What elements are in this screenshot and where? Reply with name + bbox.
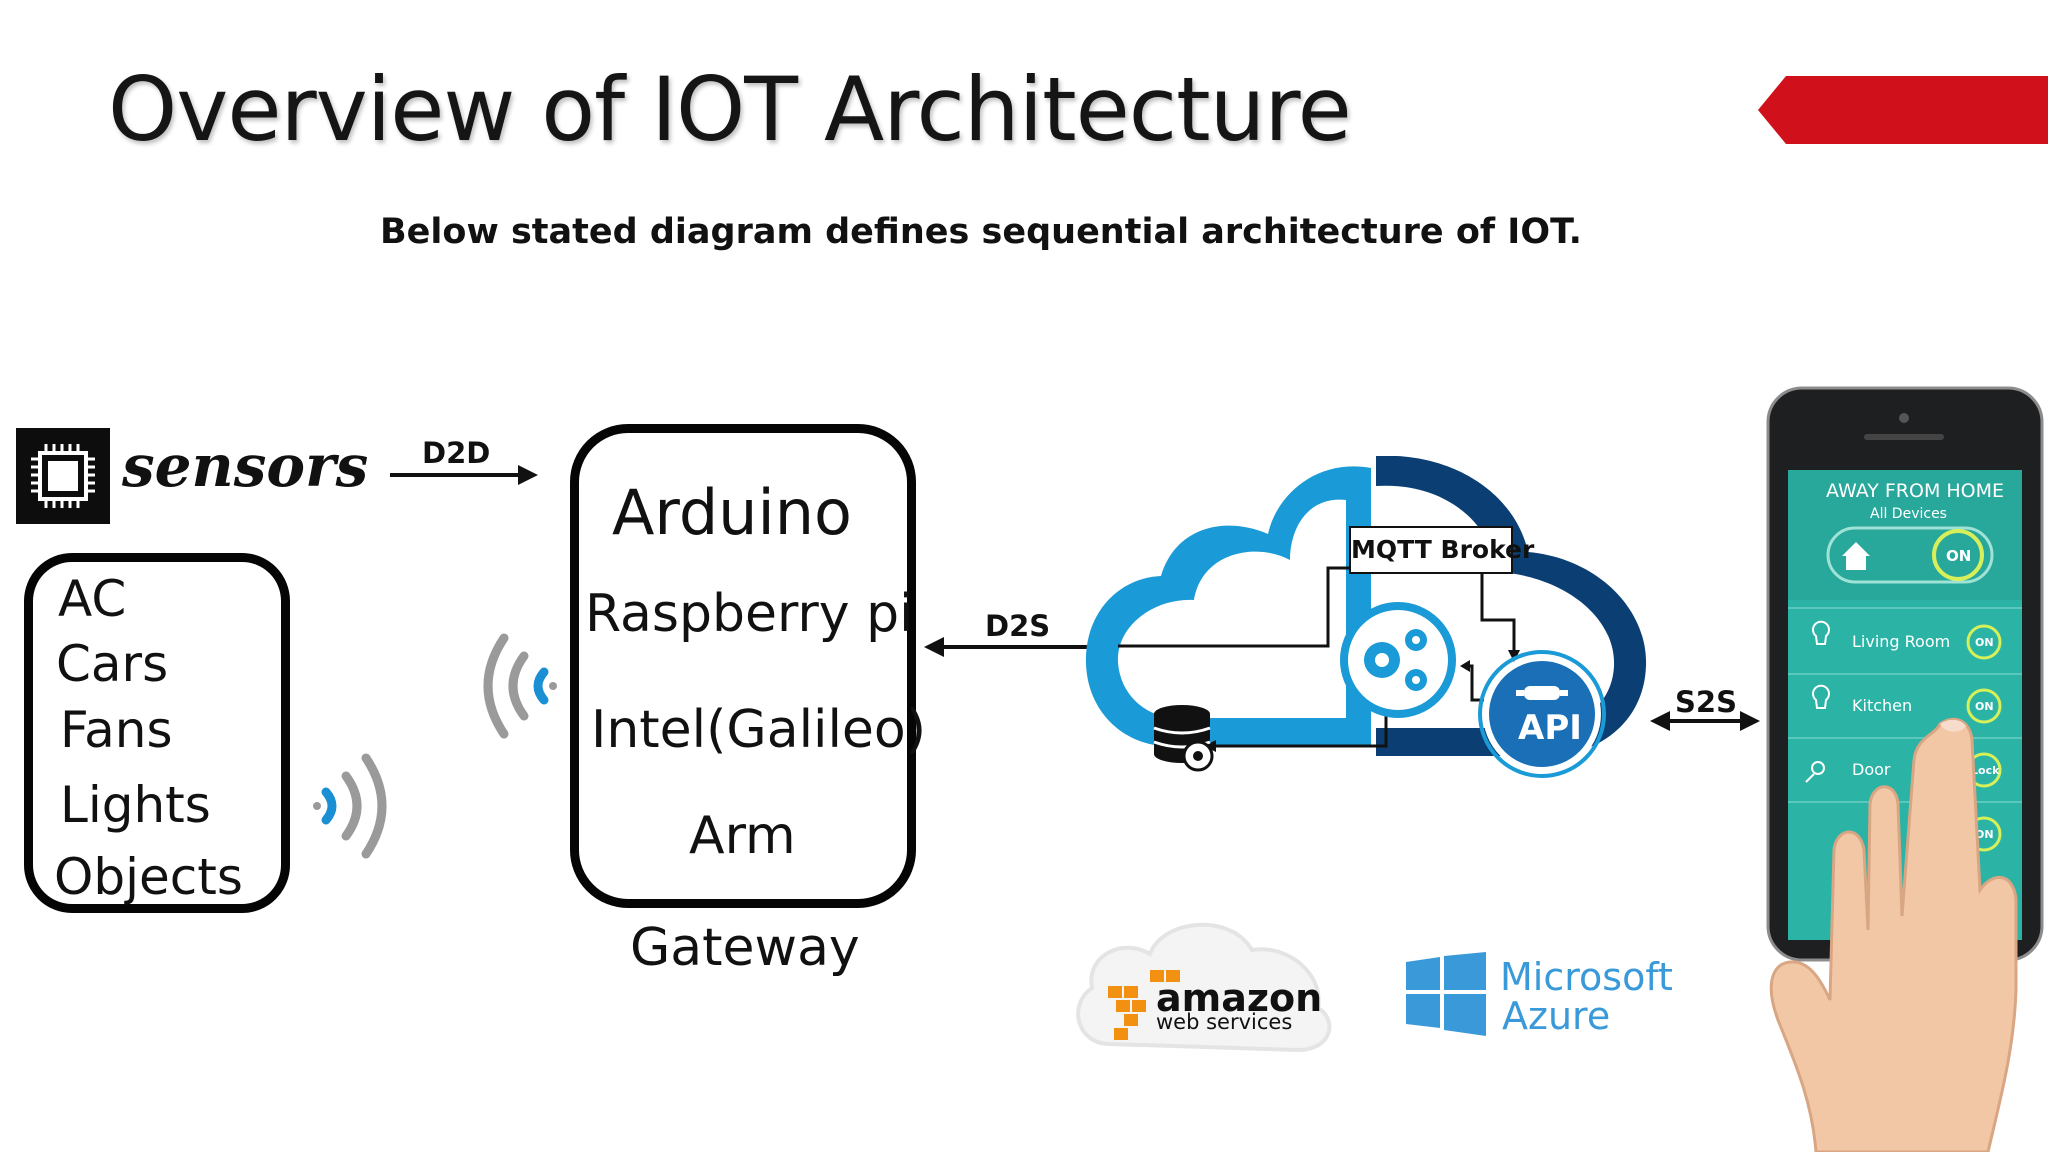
phone-row-living-room[interactable]: Living Room	[1852, 632, 1951, 651]
gateway-box	[570, 424, 916, 908]
mqtt-broker-label: MQTT Broker	[1349, 526, 1534, 574]
gateway-raspberry-pi: Raspberry pi	[585, 584, 914, 644]
phone-toggle-extra[interactable]: ON	[1975, 828, 1994, 841]
d2d-arrow	[390, 465, 538, 485]
phone-row-kitchen[interactable]: Kitchen	[1852, 696, 1913, 715]
phone-header: AWAY FROM HOME	[1826, 480, 2005, 502]
wifi-signal-icon	[313, 753, 387, 859]
phone-master-toggle[interactable]: ON	[1946, 547, 1972, 565]
page-title: Overview of IOT Architecture	[108, 58, 1352, 161]
aws-subname: web services	[1156, 1010, 1293, 1034]
windows-icon	[1406, 952, 1486, 1036]
phone-toggle-living-room[interactable]: ON	[1975, 636, 1994, 649]
gateway-label: Gateway	[630, 918, 860, 978]
phone-row-door[interactable]: Door	[1852, 760, 1891, 779]
gateway-arduino: Arduino	[612, 476, 852, 549]
sensors-label: sensors	[122, 432, 369, 500]
phone-toggle-kitchen[interactable]: ON	[1975, 700, 1994, 713]
s2s-label: S2S	[1675, 685, 1737, 719]
device-lights: Lights	[60, 776, 211, 834]
hand-illustration	[1769, 717, 2018, 1152]
red-accent-tab	[1758, 76, 2048, 144]
wifi-signal-icon-gateway	[483, 633, 557, 739]
azure-line2: Azure	[1502, 994, 1611, 1038]
gateway-arm: Arm	[689, 806, 796, 866]
gateway-intel-galileo: Intel(Galileo)	[591, 700, 927, 760]
page-subtitle: Below stated diagram defines sequential …	[380, 212, 1582, 252]
api-label: API	[1518, 708, 1582, 748]
s2s-arrow	[1650, 711, 1760, 731]
device-fans: Fans	[60, 701, 173, 759]
device-ac: AC	[58, 570, 127, 628]
device-cars: Cars	[56, 635, 169, 693]
devices-box	[24, 553, 290, 913]
aws-cloud-outline	[1076, 922, 1332, 1053]
d2d-label: D2D	[422, 436, 491, 470]
d2s-label: D2S	[985, 609, 1051, 643]
phone-toggle-door[interactable]: Lock	[1971, 764, 2000, 777]
azure-line1: Microsoft	[1500, 955, 1673, 999]
phone-subheader: All Devices	[1870, 506, 1947, 522]
chip-icon	[16, 428, 110, 524]
aws-name: amazon	[1156, 976, 1323, 1020]
device-objects: Objects	[54, 848, 243, 906]
cloud-diagram	[1085, 456, 1647, 778]
